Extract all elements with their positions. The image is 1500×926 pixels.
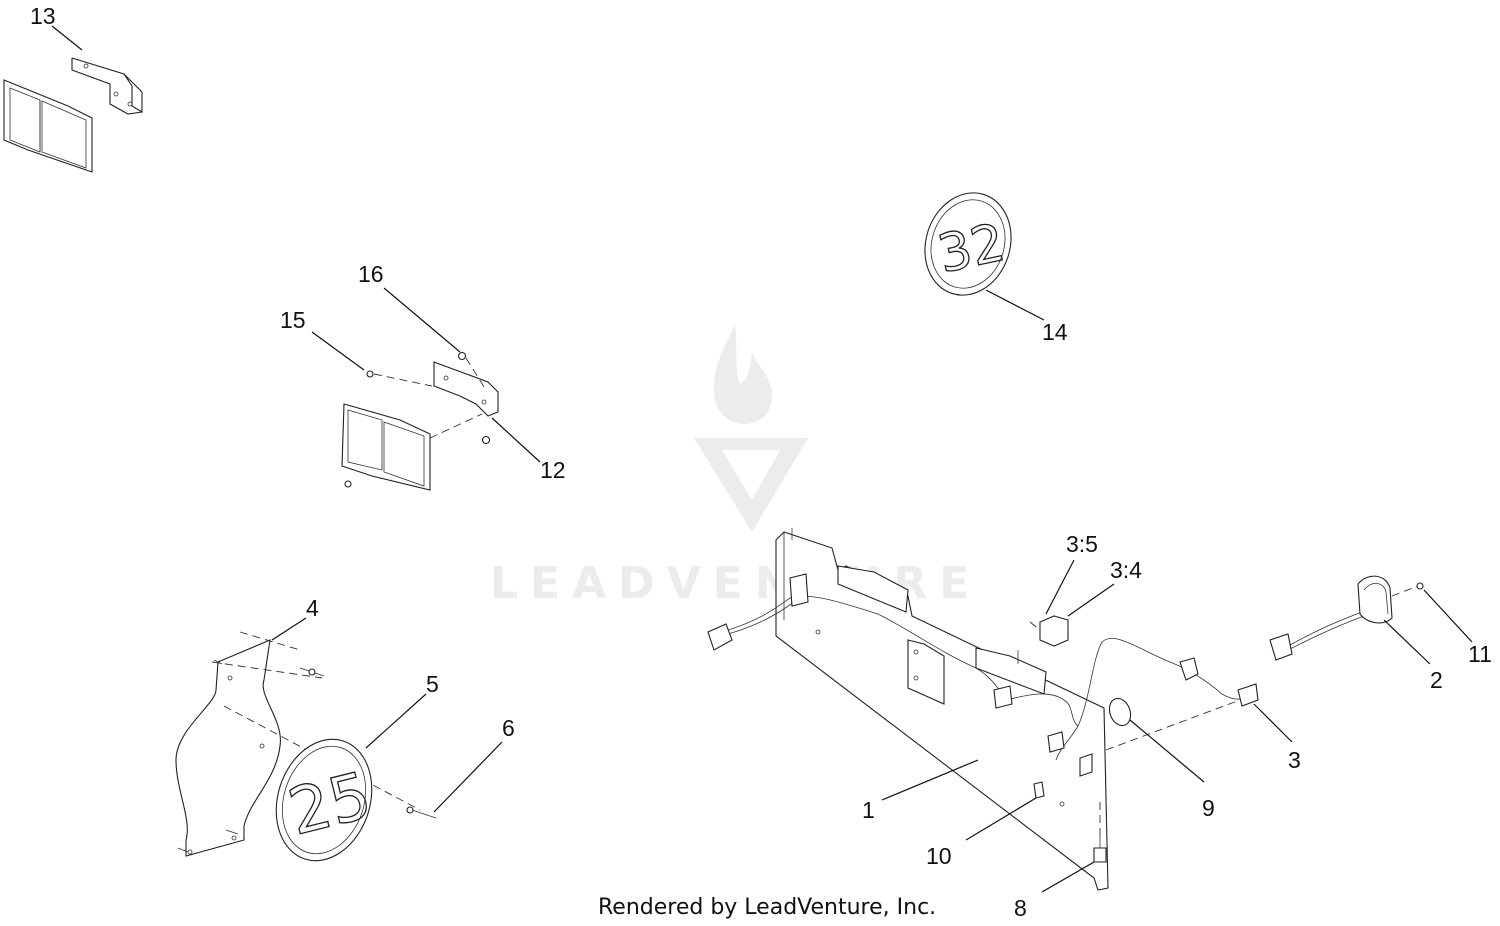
main-bracket-1 [775, 528, 1109, 891]
watermark-logo [694, 325, 808, 532]
callout-6: 6 [502, 715, 515, 741]
callout-10: 10 [926, 843, 952, 869]
wire-harness-3 [707, 573, 1259, 777]
credit-text: Rendered by LeadVenture, Inc. [598, 895, 936, 920]
callout-1: 1 [862, 797, 875, 823]
light-assembly-2 [1269, 575, 1424, 661]
callout-8: 8 [1014, 895, 1027, 921]
callout-4: 4 [306, 595, 319, 621]
fasteners-6 [177, 659, 437, 853]
callout-5: 5 [426, 671, 439, 697]
callout-9: 9 [1202, 795, 1215, 821]
callout-3-4: 3:4 [1110, 557, 1142, 583]
callout-11: 11 [1468, 641, 1492, 667]
fastener-10 [1033, 781, 1045, 799]
plate-number-32: 32 [933, 213, 1010, 285]
callout-3: 3 [1288, 747, 1301, 773]
callout-12: 12 [540, 457, 566, 483]
bolt-8 [1093, 800, 1107, 863]
light-assembly-12 [341, 351, 499, 491]
light-assembly-13 [3, 57, 143, 173]
callout-13: 13 [30, 3, 56, 29]
switch-3-4 [1029, 615, 1069, 647]
grommet-9 [1108, 697, 1132, 727]
number-plate-5: 25 [275, 738, 379, 862]
callout-3-5: 3:5 [1066, 531, 1098, 557]
callout-16: 16 [358, 261, 384, 287]
callout-14: 14 [1042, 319, 1068, 345]
callout-2: 2 [1430, 667, 1443, 693]
callout-15: 15 [280, 307, 306, 333]
number-plate-14: 32 [924, 192, 1012, 296]
